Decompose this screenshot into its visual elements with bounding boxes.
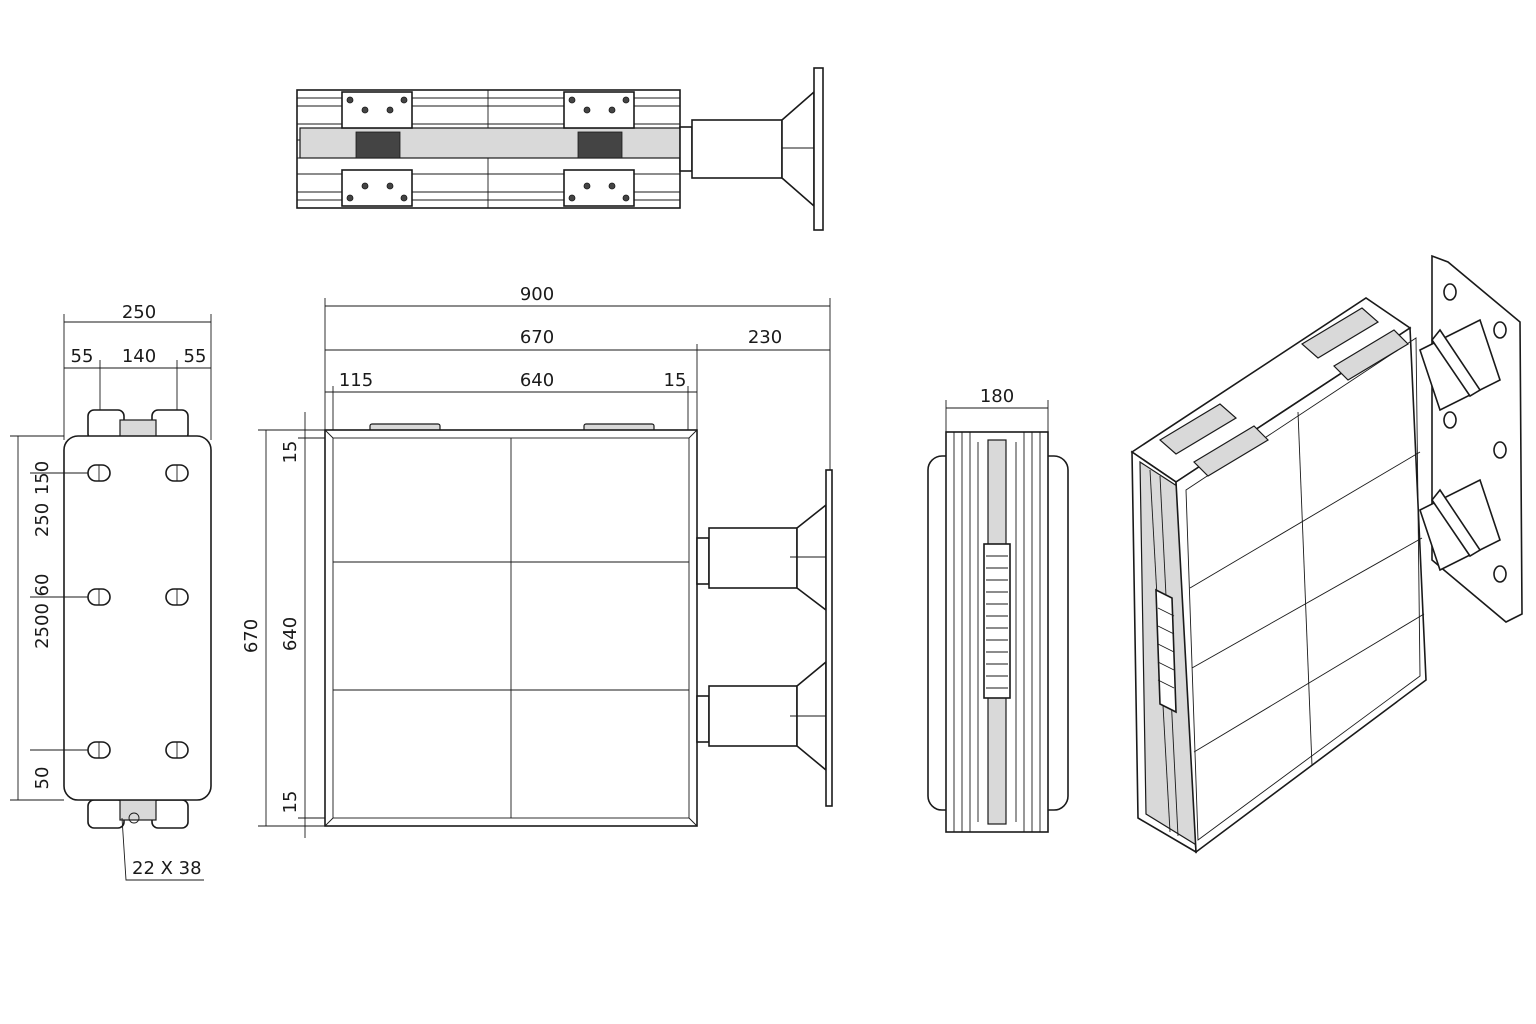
offset-left-55-label: 55 [71,346,94,367]
width-670-label: 670 [520,327,554,348]
width-640-label: 640 [520,370,554,391]
side-label-60: 60 [32,574,53,597]
front-view: 900 670 230 115 640 15 670 640 15 15 [241,284,833,838]
side-label-150: 150 [32,461,53,495]
isometric-view [1130,254,1523,854]
top-view [296,67,824,231]
side-label-2500: 2500 [32,603,53,649]
offset-115-label: 115 [339,370,373,391]
center-140-label: 140 [122,346,156,367]
slot-callout-label: 22 X 38 [132,858,202,879]
offset-15-label: 15 [664,370,687,391]
border-top-15-label: 15 [280,441,301,464]
offset-right-55-label: 55 [184,346,207,367]
height-670-label: 670 [241,619,262,653]
depth-230-label: 230 [748,327,782,348]
side-label-250: 250 [32,503,53,537]
side-label-50: 50 [32,767,53,790]
left-view: 250 55 140 55 [10,302,212,881]
border-bottom-15-label: 15 [280,791,301,814]
width-250-label: 250 [122,302,156,323]
side-view: 180 [927,386,1069,833]
height-640-label: 640 [280,617,301,651]
depth-180-label: 180 [980,386,1014,407]
width-900-label: 900 [520,284,554,305]
